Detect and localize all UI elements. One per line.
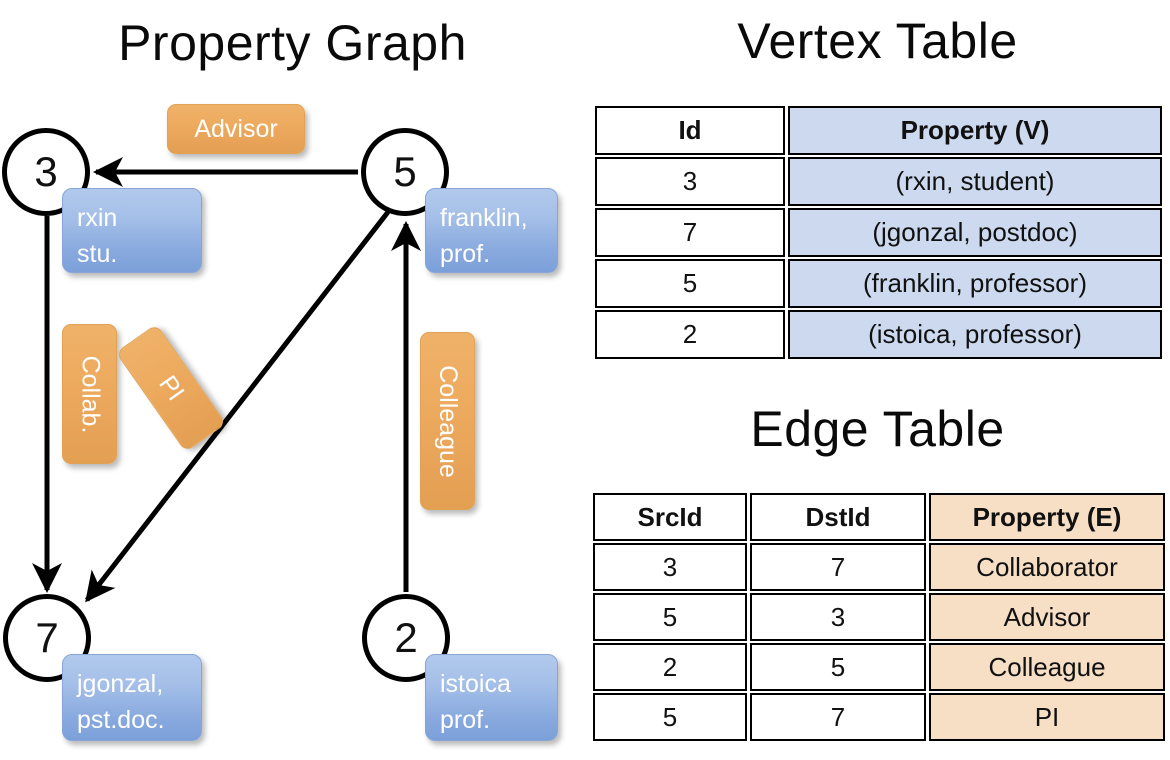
graph-node-5-label: 5 bbox=[393, 148, 417, 195]
table-row: 3 (rxin, student) bbox=[595, 157, 1162, 206]
edge-row-0-src: 3 bbox=[593, 543, 747, 591]
vertex-row-1-id: 7 bbox=[595, 208, 785, 257]
edge-table: SrcId DstId Property (E) 3 7 Collaborato… bbox=[590, 491, 1168, 743]
table-row: 5 3 Advisor bbox=[593, 593, 1165, 641]
node-3-property-line2: stu. bbox=[77, 239, 118, 268]
graph-node-7-label: 7 bbox=[35, 614, 59, 661]
vertex-table-header-id: Id bbox=[595, 106, 785, 155]
edge-row-2-dst: 5 bbox=[750, 643, 926, 691]
edge-row-1-property: Advisor bbox=[929, 593, 1165, 641]
edge-table-header-srcid: SrcId bbox=[593, 493, 747, 541]
edge-5-to-7 bbox=[85, 210, 390, 603]
edge-row-1-src: 5 bbox=[593, 593, 747, 641]
edge-row-2-src: 2 bbox=[593, 643, 747, 691]
graph-node-5[interactable]: 5 bbox=[361, 128, 449, 216]
node-2-property-box: istoica prof. bbox=[425, 654, 558, 741]
page-title-property-graph: Property Graph bbox=[118, 15, 467, 71]
edge-row-2-property: Colleague bbox=[929, 643, 1165, 691]
edge-row-0-dst: 7 bbox=[750, 543, 926, 591]
edge-label-collab-text: Collab. bbox=[76, 355, 105, 433]
edge-row-3-src: 5 bbox=[593, 693, 747, 741]
edge-table-header-row: SrcId DstId Property (E) bbox=[593, 493, 1165, 541]
node-7-property-line1: jgonzal, bbox=[77, 670, 164, 698]
graph-node-3-label: 3 bbox=[34, 148, 58, 195]
edge-label-collab: Collab. bbox=[62, 324, 117, 464]
node-7-property-line2: pst.doc. bbox=[77, 705, 165, 734]
vertex-row-3-property: (istoica, professor) bbox=[788, 310, 1162, 359]
node-2-property-line1: istoica bbox=[440, 670, 511, 698]
edge-label-colleague: Colleague bbox=[420, 332, 475, 510]
node-7-property-box: jgonzal, pst.doc. bbox=[62, 654, 202, 741]
edge-row-3-dst: 7 bbox=[750, 693, 926, 741]
vertex-row-2-property: (franklin, professor) bbox=[788, 259, 1162, 308]
table-row: 3 7 Collaborator bbox=[593, 543, 1165, 591]
page-title-vertex-table: Vertex Table bbox=[737, 13, 1018, 69]
table-row: 5 (franklin, professor) bbox=[595, 259, 1162, 308]
node-3-property-box: rxin stu. bbox=[62, 188, 202, 273]
edge-label-advisor-text: Advisor bbox=[194, 114, 278, 143]
edge-table-header-dstid: DstId bbox=[750, 493, 926, 541]
graph-node-2-label: 2 bbox=[394, 614, 418, 661]
edge-label-pi-text: PI bbox=[153, 370, 190, 406]
vertex-row-0-id: 3 bbox=[595, 157, 785, 206]
vertex-row-0-property: (rxin, student) bbox=[788, 157, 1162, 206]
vertex-row-2-id: 5 bbox=[595, 259, 785, 308]
edge-row-0-property: Collaborator bbox=[929, 543, 1165, 591]
vertex-table-header-row: Id Property (V) bbox=[595, 106, 1162, 155]
table-row: 7 (jgonzal, postdoc) bbox=[595, 208, 1162, 257]
node-5-property-line2: prof. bbox=[440, 239, 491, 268]
vertex-row-3-id: 2 bbox=[595, 310, 785, 359]
edge-label-advisor: Advisor bbox=[167, 104, 305, 154]
vertex-table: Id Property (V) 3 (rxin, student) 7 (jgo… bbox=[592, 104, 1165, 361]
graph-node-2[interactable]: 2 bbox=[362, 594, 450, 682]
edge-row-3-property: PI bbox=[929, 693, 1165, 741]
edge-row-1-dst: 3 bbox=[750, 593, 926, 641]
node-3-property-line1: rxin bbox=[77, 204, 118, 232]
table-row: 2 (istoica, professor) bbox=[595, 310, 1162, 359]
table-row: 5 7 PI bbox=[593, 693, 1165, 741]
property-graph-diagram: 3 5 7 2 rxin stu. franklin, prof. jgonza… bbox=[2, 104, 558, 741]
vertex-row-1-property: (jgonzal, postdoc) bbox=[788, 208, 1162, 257]
node-5-property-box: franklin, prof. bbox=[425, 188, 558, 273]
table-row: 2 5 Colleague bbox=[593, 643, 1165, 691]
node-2-property-line2: prof. bbox=[440, 705, 491, 734]
node-5-property-line1: franklin, bbox=[440, 204, 528, 232]
graph-edges-layer bbox=[32, 157, 421, 603]
page-title-edge-table: Edge Table bbox=[750, 401, 1005, 457]
edge-label-colleague-text: Colleague bbox=[434, 364, 462, 478]
edge-table-header-property: Property (E) bbox=[929, 493, 1165, 541]
vertex-table-header-property: Property (V) bbox=[788, 106, 1162, 155]
